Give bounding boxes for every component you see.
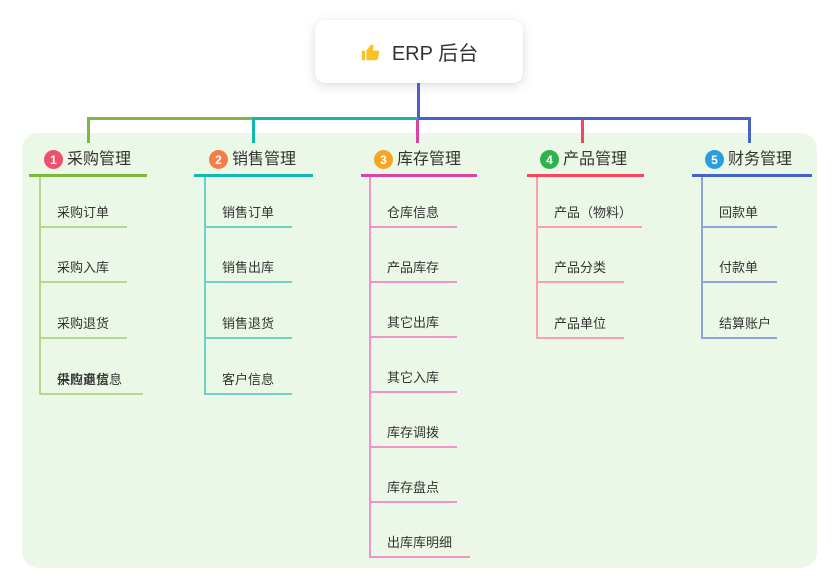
node-item-label: 库存调拨	[387, 425, 440, 440]
branch-header-sales[interactable]: 销售管理	[232, 151, 297, 168]
branch-underline-finance	[692, 174, 812, 177]
node-item-label: 产品（物料）	[554, 205, 633, 220]
thumbs-up-icon	[361, 44, 380, 60]
branch-spine-product	[536, 177, 538, 339]
branch-badge-finance: 5	[705, 150, 724, 169]
node-item[interactable]: 结算账户	[701, 309, 777, 339]
drop-line-product	[581, 120, 584, 143]
node-item[interactable]: 销售出库	[204, 253, 292, 283]
branch-badge-inventory: 3	[374, 150, 393, 169]
root-node-label: ERP 后台	[391, 43, 479, 65]
node-item[interactable]: 采购入库	[39, 253, 127, 283]
root-connector	[417, 83, 420, 118]
drop-line-finance	[748, 117, 751, 143]
node-item[interactable]: 销售订单	[204, 198, 292, 228]
node-item-label: 付款单	[719, 260, 759, 275]
node-item-label: 其它入库	[387, 370, 440, 385]
node-item-label: 库存盘点	[387, 480, 440, 495]
node-item[interactable]: 付款单	[701, 253, 777, 283]
node-item-label: 供应商信息	[57, 372, 123, 387]
node-item-label: 采购退货	[57, 316, 110, 331]
node-item-label: 回款单	[719, 205, 759, 220]
branch-underline-product	[527, 174, 644, 177]
node-item-label: 出库库明细	[387, 535, 453, 550]
branch-spine-finance	[701, 177, 703, 339]
bus-segment-sales	[252, 117, 418, 120]
node-item[interactable]: 出库库明细	[369, 528, 470, 558]
node-item[interactable]: 回款单	[701, 198, 777, 228]
branch-header-inventory[interactable]: 库存管理	[397, 151, 462, 168]
node-item[interactable]: 产品（物料）	[536, 198, 642, 228]
branch-underline-inventory	[361, 174, 477, 177]
node-item[interactable]: 库存调拨	[369, 418, 457, 448]
bus-segment-finance	[418, 117, 751, 120]
node-item-label: 其它出库	[387, 315, 440, 330]
node-item-label: 采购订单	[57, 205, 110, 220]
node-item[interactable]: 产品库存	[369, 253, 457, 283]
branch-badge-sales: 2	[209, 150, 228, 169]
drop-line-inventory	[416, 120, 419, 143]
node-item[interactable]: 供应商信息	[39, 365, 143, 395]
branch-badge-product: 4	[540, 150, 559, 169]
node-item[interactable]: 其它入库	[369, 363, 457, 393]
node-item-label: 采购入库	[57, 260, 110, 275]
branch-spine-inventory	[369, 177, 371, 558]
root-node[interactable]: ERP 后台	[315, 20, 523, 83]
branch-header-product[interactable]: 产品管理	[563, 151, 628, 168]
node-item-label: 结算账户	[719, 316, 772, 331]
bus-segment-purchase	[87, 117, 252, 120]
node-item[interactable]: 其它出库	[369, 308, 457, 338]
node-item[interactable]: 仓库信息	[369, 198, 457, 228]
branch-underline-sales	[194, 174, 313, 177]
branch-badge-purchase: 1	[44, 150, 63, 169]
node-item[interactable]: 产品单位	[536, 309, 624, 339]
node-item[interactable]: 库存盘点	[369, 473, 457, 503]
node-item[interactable]: 采购退货	[39, 309, 127, 339]
node-item[interactable]: 客户信息	[204, 365, 292, 395]
node-item-label: 客户信息	[222, 372, 275, 387]
branches-panel	[22, 133, 817, 568]
node-item-label: 销售出库	[222, 260, 275, 275]
branch-spine-purchase	[39, 177, 41, 395]
node-item-label: 产品分类	[554, 260, 607, 275]
node-item-label: 销售订单	[222, 205, 275, 220]
node-item-label: 产品库存	[387, 260, 440, 275]
node-item[interactable]: 采购订单	[39, 198, 127, 228]
drop-line-purchase	[87, 117, 90, 143]
branch-header-finance[interactable]: 财务管理	[728, 151, 793, 168]
node-item-label: 产品单位	[554, 316, 607, 331]
branch-underline-purchase	[29, 174, 147, 177]
node-item-label: 销售退货	[222, 316, 275, 331]
drop-line-sales	[252, 117, 255, 143]
node-item[interactable]: 销售退货	[204, 309, 292, 339]
branch-spine-sales	[204, 177, 206, 395]
node-item-label: 采购退货	[57, 372, 110, 387]
node-item-label: 仓库信息	[387, 205, 440, 220]
node-item[interactable]: 产品分类	[536, 253, 624, 283]
branch-header-purchase[interactable]: 采购管理	[67, 151, 132, 168]
